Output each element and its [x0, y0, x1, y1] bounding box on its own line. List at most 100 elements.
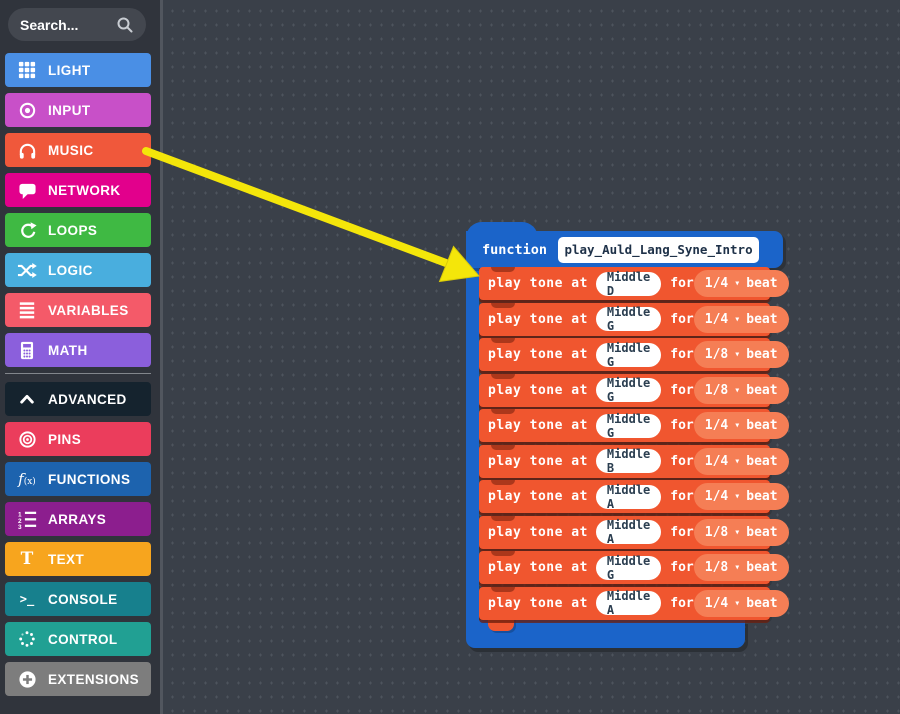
- note-field[interactable]: Middle G: [595, 376, 662, 404]
- for-label: for: [670, 524, 694, 540]
- function-block-left-bar[interactable]: [466, 266, 479, 626]
- note-field[interactable]: Middle A: [595, 518, 662, 546]
- beat-dropdown[interactable]: 1/8▾beat: [693, 341, 789, 368]
- chevron-down-icon: ▾: [734, 597, 741, 609]
- note-field[interactable]: Middle B: [595, 447, 662, 475]
- beat-label: beat: [746, 524, 778, 540]
- play-tone-label: play tone at: [488, 418, 588, 433]
- play-tone-label: play tone at: [488, 453, 588, 469]
- play-tone-block[interactable]: play tone at Middle A for 1/8▾beat: [479, 515, 789, 549]
- note-field[interactable]: Middle G: [595, 412, 662, 440]
- block-stack: play tone at Middle D for 1/4 ▾ beat play …: [479, 267, 789, 622]
- grid-icon: [14, 61, 40, 79]
- beat-dropdown[interactable]: 1/8 ▾ beat: [693, 554, 789, 581]
- sidebar-item-music[interactable]: MUSIC: [5, 133, 151, 167]
- note-field[interactable]: Middle G: [595, 341, 662, 369]
- search-input[interactable]: Search...: [8, 8, 146, 41]
- chat-bubble-icon: [14, 181, 40, 200]
- sidebar-item-label: EXTENSIONS: [48, 671, 140, 687]
- play-tone-label: play tone at: [488, 560, 588, 575]
- beat-dropdown[interactable]: 1/8▾beat: [693, 518, 789, 546]
- sidebar-item-network[interactable]: NETWORK: [5, 173, 151, 207]
- toolbox-divider: [160, 0, 163, 714]
- sidebar-item-extensions[interactable]: EXTENSIONS: [5, 662, 151, 696]
- play-tone-label: play tone at: [488, 595, 588, 611]
- sidebar-item-label: LOOPS: [48, 222, 98, 238]
- beat-dropdown[interactable]: 1/8▾beat: [693, 376, 789, 404]
- beat-value: 1/8: [704, 560, 729, 575]
- chevron-down-icon: ▾: [734, 278, 741, 289]
- play-tone-block[interactable]: play tone at Middle G for 1/4▾beat: [479, 409, 789, 442]
- note-field[interactable]: Middle G: [595, 305, 662, 333]
- sidebar-item-math[interactable]: MATH: [5, 333, 151, 367]
- note-field[interactable]: Middle G: [595, 554, 662, 582]
- sidebar-item-logic[interactable]: LOGIC: [5, 253, 151, 287]
- beat-dropdown[interactable]: 1/4▾beat: [693, 447, 789, 475]
- play-tone-label: play tone at: [488, 489, 588, 504]
- beat-label: beat: [746, 560, 778, 575]
- sidebar-item-control[interactable]: CONTROL: [5, 622, 151, 656]
- beat-label: beat: [746, 489, 778, 504]
- sidebar-item-label: CONSOLE: [48, 591, 118, 607]
- sidebar-item-loops[interactable]: LOOPS: [5, 213, 151, 247]
- chevron-down-icon: ▾: [734, 313, 741, 325]
- note-field[interactable]: Middle D: [595, 270, 662, 298]
- note-field[interactable]: Middle A: [595, 589, 662, 617]
- for-label: for: [670, 453, 694, 469]
- sidebar-item-text[interactable]: T TEXT: [5, 542, 151, 576]
- target-icon: [14, 101, 40, 120]
- function-name-field[interactable]: play_Auld_Lang_Syne_Intro: [558, 236, 760, 263]
- chevron-down-icon: ▾: [734, 420, 741, 431]
- sidebar-item-input[interactable]: INPUT: [5, 93, 151, 127]
- for-label: for: [670, 311, 694, 327]
- beat-value: 1/4: [704, 489, 729, 504]
- beat-value: 1/4: [704, 453, 729, 469]
- sidebar-item-console[interactable]: >_ CONSOLE: [5, 582, 151, 616]
- play-tone-block[interactable]: play tone at Middle A for 1/4▾beat: [479, 586, 789, 620]
- loop-icon: [14, 221, 40, 240]
- sidebar-item-functions[interactable]: f(x) FUNCTIONS: [5, 462, 151, 496]
- play-tone-block[interactable]: play tone at Middle G for 1/8▾beat: [479, 338, 789, 371]
- for-label: for: [670, 382, 694, 398]
- for-label: for: [670, 276, 694, 291]
- beat-dropdown[interactable]: 1/4▾beat: [693, 270, 789, 297]
- sidebar-item-label: FUNCTIONS: [48, 471, 131, 487]
- sidebar-item-pins[interactable]: PINS: [5, 422, 151, 456]
- sidebar-item-label: VARIABLES: [48, 302, 129, 318]
- beat-dropdown[interactable]: 1/4▾beat: [693, 589, 789, 617]
- terminal-icon: >_: [19, 592, 35, 606]
- sidebar-item-variables[interactable]: VARIABLES: [5, 293, 151, 327]
- beat-value: 1/4: [704, 276, 729, 291]
- spinner-icon: [14, 630, 40, 648]
- list-lines-icon: [14, 301, 40, 319]
- play-tone-block[interactable]: play tone at Middle A for 1/4 ▾ beat: [479, 480, 789, 513]
- block-bottom-tab: [488, 618, 514, 631]
- play-tone-block[interactable]: play tone at Middle G for 1/8▾beat: [479, 373, 789, 407]
- play-tone-label: play tone at: [488, 524, 588, 540]
- play-tone-label: play tone at: [488, 347, 588, 362]
- note-field[interactable]: Middle A: [595, 483, 662, 511]
- play-tone-block[interactable]: play tone at Middle G for 1/8▾beat: [479, 551, 789, 584]
- beat-dropdown[interactable]: 1/4▾beat: [693, 412, 789, 439]
- sidebar-item-light[interactable]: LIGHT: [5, 53, 151, 87]
- sidebar-item-label: CONTROL: [48, 631, 118, 647]
- chevron-down-icon: ▾: [734, 491, 741, 502]
- play-tone-block[interactable]: play tone at Middle B for 1/4▾beat: [479, 444, 789, 478]
- beat-label: beat: [746, 311, 778, 327]
- bullseye-icon: [14, 430, 40, 449]
- plus-circle-icon: [14, 670, 40, 689]
- sidebar-item-advanced[interactable]: ADVANCED: [5, 382, 151, 416]
- chevron-down-icon: ▾: [734, 562, 741, 573]
- for-label: for: [670, 489, 694, 504]
- svg-text:2: 2: [18, 517, 22, 524]
- function-keyword-label: function: [482, 241, 548, 258]
- play-tone-block[interactable]: play tone at Middle G for 1/4▾beat: [479, 302, 789, 336]
- search-icon: [116, 16, 134, 34]
- function-block-header[interactable]: function play_Auld_Lang_Syne_Intro: [466, 231, 783, 268]
- beat-dropdown[interactable]: 1/4 ▾ beat: [693, 483, 789, 510]
- beat-label: beat: [746, 595, 778, 611]
- beat-dropdown[interactable]: 1/4▾beat: [693, 305, 789, 333]
- text-icon: T: [20, 549, 34, 569]
- play-tone-block[interactable]: play tone at Middle D for 1/4▾beat: [479, 267, 789, 300]
